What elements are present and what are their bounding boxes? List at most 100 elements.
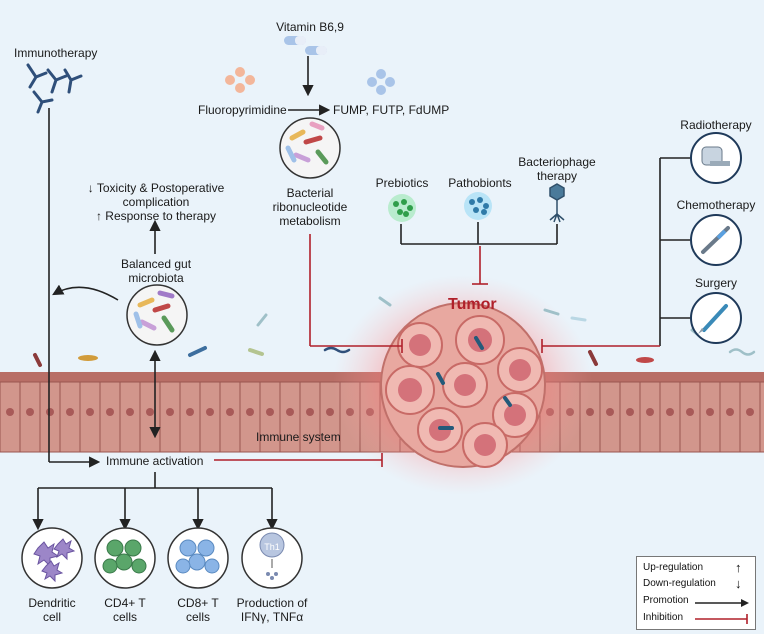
legend-inhibition-label: Inhibition bbox=[643, 612, 684, 623]
cell-nucleus bbox=[246, 408, 254, 416]
epithelial-cell bbox=[119, 381, 141, 453]
molecule-blue-icon bbox=[367, 69, 395, 95]
cell-nucleus bbox=[266, 408, 274, 416]
epithelial-cell bbox=[59, 381, 81, 453]
cell-nucleus bbox=[66, 408, 74, 416]
bacteria bbox=[33, 296, 756, 367]
legend-down-label: Down-regulation bbox=[643, 578, 716, 589]
cell-nucleus bbox=[206, 408, 214, 416]
epithelial-cell bbox=[739, 381, 761, 453]
up-arrow-icon: ↑ bbox=[735, 560, 742, 575]
radiotherapy-label: Radiotherapy bbox=[680, 118, 752, 132]
epithelial-cell bbox=[79, 381, 101, 453]
tumor-title: Tumor bbox=[448, 296, 497, 313]
epithelial-cell bbox=[599, 381, 621, 453]
prebiotics-label: Prebiotics bbox=[375, 176, 429, 190]
chemotherapy-label: Chemotherapy bbox=[676, 198, 756, 212]
th1-label: Th1 bbox=[264, 542, 280, 552]
balanced-label-1: Balanced gut bbox=[120, 257, 192, 271]
epithelial-cell bbox=[159, 381, 181, 453]
antibody-icon bbox=[26, 63, 83, 114]
dendritic-cell-icon bbox=[21, 527, 83, 589]
cell-nucleus bbox=[326, 408, 334, 416]
cell-nucleus bbox=[106, 408, 114, 416]
radiotherapy-icon bbox=[690, 132, 742, 184]
epithelial-cell bbox=[219, 381, 241, 453]
bacterial-metabolism-label-3: metabolism bbox=[279, 214, 341, 228]
production-label-1: Production of bbox=[236, 596, 308, 610]
pathobionts-label: Pathobionts bbox=[448, 176, 512, 190]
fump-label: FUMP, FUTP, FdUMP bbox=[333, 103, 450, 117]
cell-nucleus bbox=[186, 408, 194, 416]
dendritic-label-2: cell bbox=[42, 610, 62, 624]
epithelial-cell bbox=[139, 381, 161, 453]
cell-nucleus bbox=[226, 408, 234, 416]
pathobionts-icon bbox=[464, 192, 492, 220]
cell-nucleus bbox=[26, 408, 34, 416]
cd4-cells-icon bbox=[94, 527, 156, 589]
epithelial-cell bbox=[719, 381, 741, 453]
epithelial-cell bbox=[99, 381, 121, 453]
epithelial-cell bbox=[619, 381, 641, 453]
bacteriophage-label-2: therapy bbox=[536, 169, 578, 183]
cell-nucleus bbox=[306, 408, 314, 416]
prebiotics-icon bbox=[388, 194, 416, 222]
legend-up-label: Up-regulation bbox=[643, 562, 704, 573]
epithelial-cell bbox=[199, 381, 221, 453]
bacteriophage-icon bbox=[549, 183, 565, 223]
tumor-mass bbox=[380, 302, 546, 468]
legend-promotion-label: Promotion bbox=[643, 595, 689, 606]
bacterial-metabolism-label-2: ribonucleotide bbox=[272, 200, 348, 214]
cell-nucleus bbox=[6, 408, 14, 416]
bacterial-metabolism-label-1: Bacterial bbox=[286, 186, 334, 200]
cell-nucleus bbox=[686, 408, 694, 416]
cell-nucleus bbox=[46, 408, 54, 416]
epithelial-cell bbox=[39, 381, 61, 453]
dendritic-label-1: Dendritic bbox=[28, 596, 76, 610]
cell-nucleus bbox=[646, 408, 654, 416]
toxicity-label-1: ↓ Toxicity & Postoperative bbox=[87, 181, 225, 195]
legend: Up-regulation ↑ Down-regulation ↓ Promot… bbox=[636, 556, 756, 630]
microbiota-circle-icon bbox=[279, 117, 341, 179]
surgery-label: Surgery bbox=[694, 276, 738, 290]
cell-nucleus bbox=[86, 408, 94, 416]
surgery-icon bbox=[690, 292, 742, 344]
cell-nucleus bbox=[626, 408, 634, 416]
cell-nucleus bbox=[126, 408, 134, 416]
balanced-label-2: microbiota bbox=[128, 271, 184, 285]
cell-nucleus bbox=[606, 408, 614, 416]
promotion-arrow-icon bbox=[695, 599, 749, 607]
immunotherapy-label: Immunotherapy bbox=[14, 46, 98, 60]
th1-cell-icon bbox=[241, 527, 303, 589]
cd8-label-1: CD8+ T bbox=[177, 596, 219, 610]
cd4-label-2: cells bbox=[112, 610, 138, 624]
cell-nucleus bbox=[146, 408, 154, 416]
epithelial-cell bbox=[0, 381, 21, 453]
inhibition-arrows bbox=[214, 234, 660, 467]
cell-nucleus bbox=[706, 408, 714, 416]
vitamin-label: Vitamin B6,9 bbox=[276, 20, 344, 34]
epithelial-cell bbox=[679, 381, 701, 453]
immune-activation-label: Immune activation bbox=[106, 454, 204, 468]
epithelial-cell bbox=[639, 381, 661, 453]
chemotherapy-icon bbox=[690, 214, 742, 266]
cd4-label-1: CD4+ T bbox=[104, 596, 146, 610]
toxicity-label-2: complication bbox=[122, 195, 190, 209]
fluoropyrimidine-label: Fluoropyrimidine bbox=[198, 103, 287, 117]
promotion-arrows bbox=[32, 56, 690, 531]
production-label-2: IFNγ, TNFα bbox=[240, 610, 304, 624]
cell-nucleus bbox=[666, 408, 674, 416]
vitamin-capsule-icon bbox=[284, 36, 327, 55]
bacteriophage-label-1: Bacteriophage bbox=[518, 155, 596, 169]
cell-nucleus bbox=[746, 408, 754, 416]
molecule-orange-icon bbox=[225, 67, 255, 93]
cd8-label-2: cells bbox=[185, 610, 211, 624]
toxicity-label-3: ↑ Response to therapy bbox=[95, 209, 217, 223]
cd8-cells-icon bbox=[167, 527, 229, 589]
epithelial-cell bbox=[759, 381, 764, 453]
epithelial-cell bbox=[179, 381, 201, 453]
cell-nucleus bbox=[726, 408, 734, 416]
immune-system-label: Immune system bbox=[256, 430, 341, 444]
